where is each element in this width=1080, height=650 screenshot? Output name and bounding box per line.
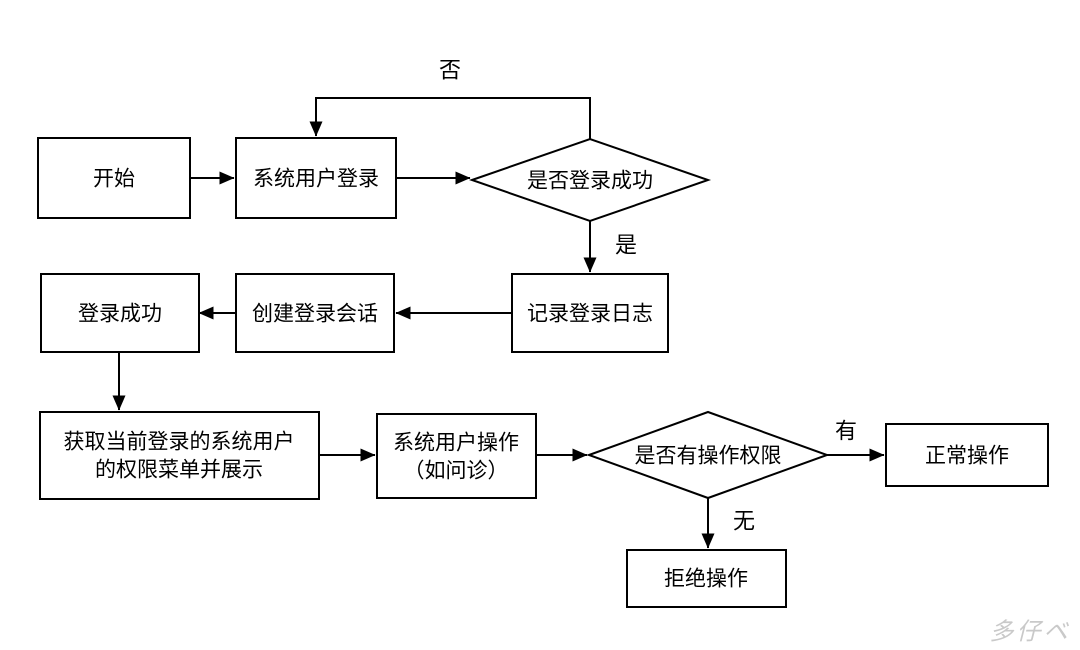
node-has-permission-decision-label: 是否有操作权限	[635, 445, 782, 468]
node-system-user-operation-line2: （如问诊）	[404, 460, 509, 483]
node-system-user-operation: 系统用户操作 （如问诊）	[376, 413, 537, 499]
node-login-success-decision-shape	[468, 137, 712, 223]
edge-decision-no-loopback	[309, 97, 591, 139]
node-create-login-session-shape	[235, 273, 395, 353]
node-start-shape	[37, 137, 191, 219]
node-reject-operation: 拒绝操作	[626, 549, 787, 608]
node-system-user-operation-line1: 系统用户操作	[393, 432, 519, 455]
node-system-user-operation-shape	[376, 413, 537, 499]
edge-label-no: 否	[439, 58, 461, 83]
node-system-user-login-shape	[235, 137, 397, 219]
node-start: 开始	[37, 137, 191, 219]
edge-label-yes: 是	[615, 233, 637, 258]
node-fetch-permission-menu-line2: 的权限菜单并展示	[95, 459, 263, 482]
node-system-user-login: 系统用户登录	[235, 137, 397, 219]
node-has-permission-decision: 是否有操作权限	[586, 410, 830, 500]
edge-label-has-permission: 有	[835, 419, 857, 444]
node-record-login-log: 记录登录日志	[511, 273, 669, 353]
node-fetch-permission-menu: 获取当前登录的系统用户 的权限菜单并展示	[39, 411, 320, 500]
node-record-login-log-shape	[511, 273, 669, 353]
edge-label-no-permission: 无	[733, 509, 755, 534]
node-has-permission-decision-shape	[586, 410, 830, 500]
node-create-login-session: 创建登录会话	[235, 273, 395, 353]
node-system-user-login-label: 系统用户登录	[253, 168, 379, 191]
node-fetch-permission-menu-shape	[39, 411, 320, 500]
node-record-login-log-label: 记录登录日志	[527, 303, 653, 326]
node-reject-operation-label: 拒绝操作	[664, 568, 748, 591]
node-login-success-label: 登录成功	[78, 303, 162, 326]
node-login-success-decision: 是否登录成功	[468, 137, 712, 223]
node-reject-operation-shape	[626, 549, 787, 608]
node-login-success: 登录成功	[40, 273, 200, 353]
node-create-login-session-label: 创建登录会话	[252, 303, 378, 326]
node-login-success-shape	[40, 273, 200, 353]
node-fetch-permission-menu-line1: 获取当前登录的系统用户	[64, 431, 295, 454]
node-login-success-decision-label: 是否登录成功	[527, 170, 653, 193]
watermark-text: 多仔ベ	[990, 619, 1071, 646]
node-normal-operation-label: 正常操作	[925, 445, 1009, 468]
node-normal-operation: 正常操作	[885, 423, 1049, 487]
node-normal-operation-shape	[885, 423, 1049, 487]
node-start-label: 开始	[93, 168, 135, 191]
